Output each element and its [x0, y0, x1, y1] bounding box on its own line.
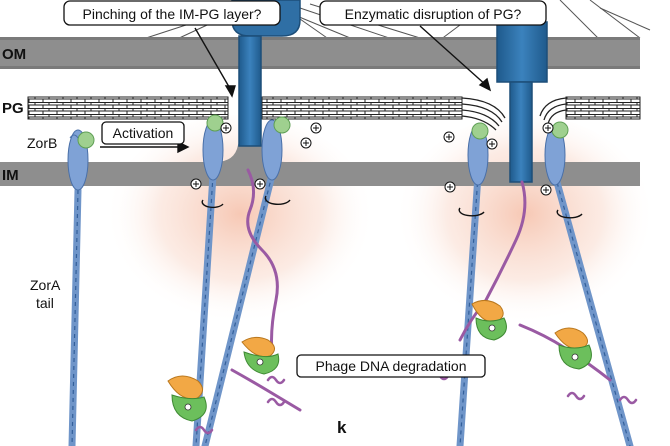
label-zora: ZorA: [30, 277, 61, 293]
nuclease-right-top: [471, 300, 507, 341]
pinching-callout: Pinching of the IM-PG layer?: [83, 6, 262, 22]
rotation-arrows: [201, 195, 583, 219]
peptidoglycan-left: [27, 96, 229, 120]
enzymatic-callout-box: [319, 0, 547, 26]
dna-fragments: [194, 371, 638, 435]
phage-right: [496, 21, 548, 183]
panel-letter: k: [337, 418, 347, 437]
pinching-callout-box: [63, 0, 281, 26]
callout-arrows: [100, 25, 492, 154]
peptidoglycan-right: [565, 96, 641, 120]
pg-disrupted-edge: [461, 97, 567, 131]
activation-callout-box: [101, 121, 185, 145]
label-im: IM: [2, 167, 19, 184]
peptidoglycan-middle: [261, 96, 463, 120]
degradation-callout-box: [296, 354, 486, 378]
label-zorb: ZorB: [27, 135, 57, 151]
enzymatic-callout: Enzymatic disruption of PG?: [345, 6, 522, 22]
proton-plus-marks: [193, 125, 551, 193]
label-om: OM: [2, 46, 26, 63]
nuclease-left-bottom: [167, 375, 207, 422]
label-zora-tail: tail: [36, 295, 54, 311]
degradation-callout: Phage DNA degradation: [316, 358, 467, 374]
phage-dna: [230, 168, 612, 412]
label-pg: PG: [2, 100, 24, 117]
activation-callout: Activation: [113, 125, 174, 141]
nuclease-left-top: [241, 336, 280, 375]
zorab-complexes: [67, 114, 569, 191]
nuclease-right-bottom: [554, 327, 592, 370]
